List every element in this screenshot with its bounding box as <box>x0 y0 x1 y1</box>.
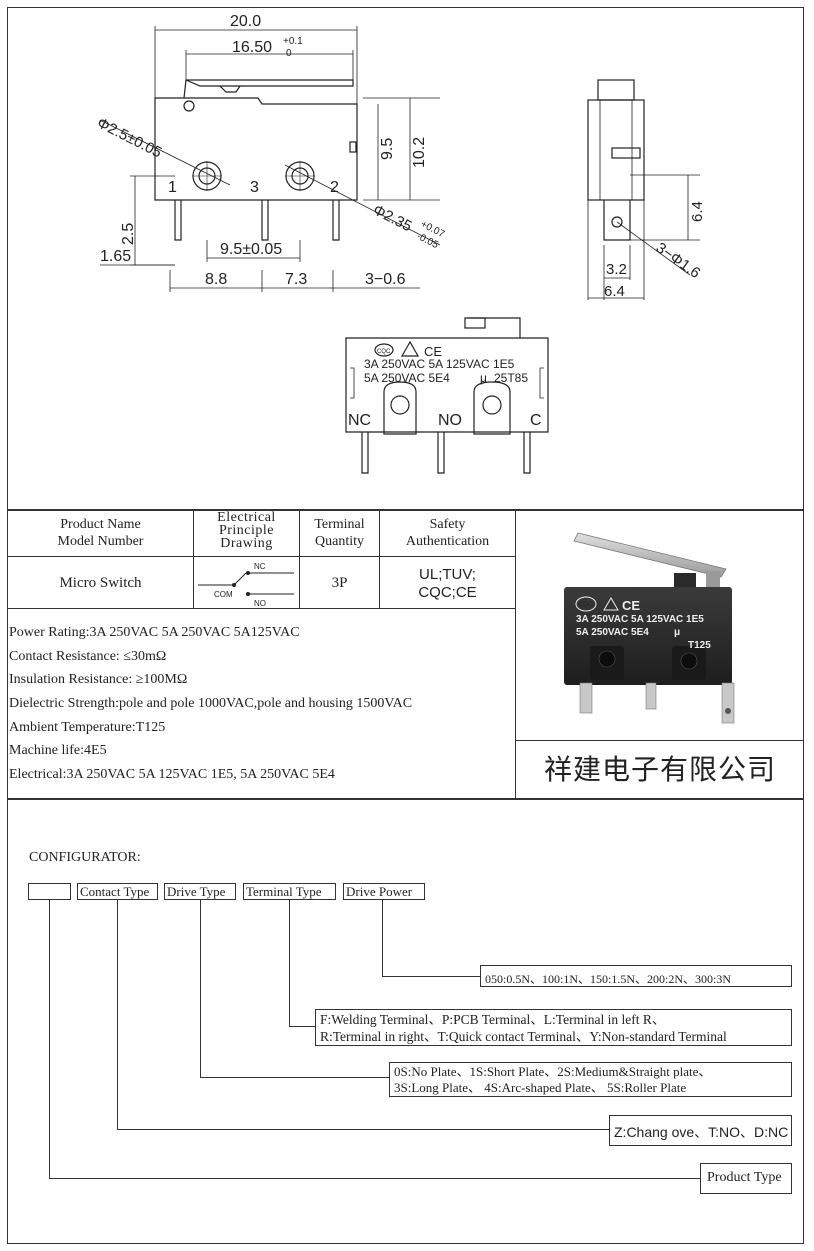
auth-line-1: UL;TUV; <box>419 566 476 583</box>
dim-height-1: 9.5 <box>379 138 396 160</box>
header-safety: Safety <box>429 517 466 532</box>
pin-label-3: 3 <box>250 179 259 196</box>
dim-pin-width: 3−0.6 <box>365 271 406 288</box>
cell-product-name: Micro Switch <box>59 575 142 591</box>
photo-cqc: CQC <box>579 602 593 608</box>
spec-insulation-resistance: Insulation Resistance: ≥100MΩ <box>9 672 188 687</box>
header-model-number: Model Number <box>57 534 144 549</box>
spec-power-rating: Power Rating:3A 250VAC 5A 250VAC 5A125VA… <box>9 625 300 640</box>
photo-rating-line2: 5A 250VAC 5E4 <box>576 627 649 638</box>
spec-contact-resistance: Contact Resistance: ≤30mΩ <box>9 649 167 664</box>
cell-quantity: 3P <box>331 575 348 591</box>
side-dim-w1: 3.2 <box>606 261 627 278</box>
spec-electrical: Electrical:3A 250VAC 5A 125VAC 1E5, 5A 2… <box>9 767 335 782</box>
company-name: 祥建电子有限公司 <box>543 753 776 786</box>
dim-tol-top: +0.1 <box>283 36 303 47</box>
terminal-options-line2: R:Terminal in right、T:Quick contact Term… <box>320 1029 727 1044</box>
side-dim-w2: 6.4 <box>604 283 625 300</box>
front-label-c: C <box>530 412 542 429</box>
side-view <box>587 79 645 241</box>
photo-lever <box>573 532 727 578</box>
dim-pos-2: 7.3 <box>285 271 307 288</box>
config-field-drive-type: Drive Type <box>164 883 236 900</box>
front-rating-line1: 3A 250VAC 5A 125VAC 1E5 <box>364 357 515 371</box>
photo-mu: μ <box>674 627 680 638</box>
pin-label-1: 1 <box>168 179 177 196</box>
photo-ce: CE <box>622 598 640 613</box>
header-electrical: Electrical <box>217 510 276 525</box>
header-drawing: Drawing <box>220 536 273 551</box>
lever-outline <box>185 79 354 87</box>
front-label-nc: NC <box>348 412 371 429</box>
dim-tol-bot: 0 <box>286 48 292 59</box>
dim-pos-1: 8.8 <box>205 271 227 288</box>
cell-authentication: UL;TUV; CQC;CE <box>380 566 515 602</box>
dim-hole-dia-2: Φ2.35 <box>370 201 414 235</box>
drive-options-line2: 3S:Long Plate、 4S:Arc-shaped Plate、 5S:R… <box>394 1080 687 1095</box>
header-quantity: Quantity <box>315 534 364 549</box>
spec-dielectric-strength: Dielectric Strength:pole and pole 1000VA… <box>9 696 413 711</box>
diagram-no: NO <box>254 599 266 608</box>
config-product-type-box: Product Type <box>700 1163 792 1194</box>
header-terminal: Terminal <box>314 517 365 532</box>
spec-machine-life: Machine life:4E5 <box>9 743 107 758</box>
product-photo: CQC CE 3A 250VAC 5A 125VAC 1E5 5A 250VAC… <box>564 532 735 724</box>
config-contact-options: Z:Chang ove、T:NO、D:NC <box>609 1115 792 1146</box>
side-dim-h: 6.4 <box>689 201 706 222</box>
drive-options-line1: 0S:No Plate、1S:Short Plate、2S:Medium&Str… <box>394 1064 712 1079</box>
header-principle: Principle <box>218 523 275 538</box>
config-field-terminal-type: Terminal Type <box>243 883 336 900</box>
technical-drawing: 20.0 16.50 +0.1 0 Φ2.5±0.05 9.5 10.2 Φ2.… <box>94 13 706 474</box>
config-field-contact-type: Contact Type <box>77 883 158 900</box>
front-cqc-mark: CQC <box>377 349 391 355</box>
configurator-title: CONFIGURATOR: <box>29 850 141 865</box>
dim-pitch: 9.5±0.05 <box>220 241 282 258</box>
photo-temp: T125 <box>688 640 711 651</box>
config-terminal-options: F:Welding Terminal、P:PCB Terminal、L:Term… <box>315 1009 792 1046</box>
electrical-principle-diagram: NC COM NO <box>198 562 294 608</box>
pin-label-2: 2 <box>330 179 339 196</box>
dim-width-inner: 16.50 <box>232 39 272 56</box>
config-drive-options: 0S:No Plate、1S:Short Plate、2S:Medium&Str… <box>389 1062 792 1097</box>
diagram-nc: NC <box>254 562 266 571</box>
front-temp-mark: 25T85 <box>494 371 528 385</box>
config-field-product-type <box>28 883 71 900</box>
front-rating-line2: 5A 250VAC 5E4 <box>364 371 450 385</box>
dim-pin-height: 2.5 <box>120 223 137 245</box>
diagram-com: COM <box>214 590 233 599</box>
dim-width-total: 20.0 <box>230 13 261 30</box>
header-product-name: Product Name <box>60 517 141 532</box>
pivot-hole <box>183 100 195 112</box>
front-mu-mark: μ <box>480 371 487 385</box>
front-label-no: NO <box>438 412 462 429</box>
page-frame <box>7 7 804 1244</box>
table-header-product: Product Name Model Number <box>8 516 193 550</box>
config-field-drive-power: Drive Power <box>343 883 425 900</box>
photo-rating-line1: 3A 250VAC 5A 125VAC 1E5 <box>576 614 704 625</box>
table-header-electrical: Electrical Principle Drawing <box>194 510 299 551</box>
dim-offset: 1.65 <box>100 248 131 265</box>
header-authentication: Authentication <box>405 534 490 549</box>
spec-ambient-temperature: Ambient Temperature:T125 <box>9 720 166 735</box>
side-dim-hole: 3−Φ1.6 <box>653 239 704 282</box>
config-drive-power-options: 050:0.5N、100:1N、150:1.5N、200:2N、300:3N <box>480 965 792 987</box>
table-header-safety: Safety Authentication <box>380 516 515 550</box>
auth-line-2: CQC;CE <box>418 584 477 601</box>
terminal-options-line1: F:Welding Terminal、P:PCB Terminal、L:Term… <box>320 1012 666 1027</box>
dim-hole-dia: Φ2.5±0.05 <box>94 114 164 161</box>
front-ce-mark: CE <box>424 344 442 359</box>
table-header-terminal: Terminal Quantity <box>300 516 379 550</box>
dim-height-2: 10.2 <box>411 137 428 168</box>
front-view <box>345 317 549 474</box>
